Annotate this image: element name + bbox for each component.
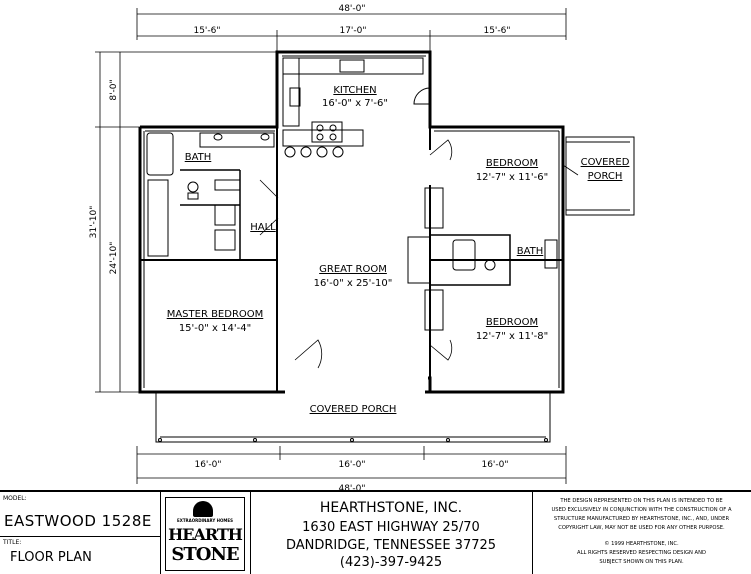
doors [259,139,579,369]
room-hall: HALL [250,222,276,233]
kitchen-counters [282,57,431,158]
left-dimensions [95,51,280,393]
room-front-porch: COVERED PORCH [310,404,397,415]
dim-top-mid: 17'-0" [339,26,366,36]
dim-bottom-right: 16'-0" [481,460,508,470]
dim-top-right: 15'-6" [483,26,510,36]
note-line4: COPYRIGHT LAW, MAY NOT BE USED FOR ANY O… [558,525,725,531]
room-side-porch-line1: COVERED [581,157,630,168]
dim-top-left: 15'-6" [193,26,220,36]
bottom-dimensions [136,446,567,484]
company-cell: HEARTHSTONE, INC. 1630 EAST HIGHWAY 25/7… [250,492,533,574]
dim-left-lower: 24'-10" [109,242,119,275]
room-bath2: BATH [517,246,544,257]
model-cell: MODEL: EASTWOOD 1528E TITLE: FLOOR PLAN [0,492,161,574]
front-porch-outline [155,392,551,443]
exterior-walls [138,50,565,394]
note-line7: SUBJECT SHOWN ON THIS PLAN. [599,559,684,565]
model-label: MODEL: [3,495,27,502]
company-address1: 1630 EAST HIGHWAY 25/70 [302,520,480,535]
title-block: MODEL: EASTWOOD 1528E TITLE: FLOOR PLAN … [0,490,751,574]
company-phone: (423)-397-9425 [339,555,443,570]
room-kitchen-size: 16'-0" x 7'-6" [322,98,388,109]
dim-overall-top: 48'-0" [338,4,365,14]
company-name: HEARTHSTONE, INC. [319,500,463,516]
logo-tagline: EXTRAORDINARY HOMES [177,518,233,523]
note-line6: ALL RIGHTS RESERVED RESPECTING DESIGN AN… [577,550,706,556]
logo-cell: EXTRAORDINARY HOMES HEARTH STONE [160,492,251,574]
room-bedroom2-name: BEDROOM [486,317,538,328]
company-address2: DANDRIDGE, TENNESSEE 37725 [285,538,497,553]
dim-left-outer: 31'-10" [89,206,99,239]
note-line3: STRUCTURE MANUFACTURED BY HEARTHSTONE, I… [553,516,730,522]
room-bath-master: BATH [185,152,212,163]
room-bedroom2-size: 12'-7" x 11'-8" [476,331,548,342]
note-line2: USED EXCLUSIVELY IN CONJUNCTION WITH THE… [551,507,732,513]
closets [407,187,558,331]
top-dimensions [136,8,567,52]
master-bath-fixtures [146,132,275,257]
logo-stone: STONE [171,544,239,565]
dim-bottom-left: 16'-0" [194,460,221,470]
room-master-bedroom-name: MASTER BEDROOM [167,309,264,320]
room-master-bedroom-size: 15'-0" x 14'-4" [179,323,251,334]
hearthstone-logo: EXTRAORDINARY HOMES HEARTH STONE [165,497,245,571]
title-label: TITLE: [3,539,22,546]
dim-overall-bottom: 48'-0" [338,484,365,494]
title-value: FLOOR PLAN [10,550,92,565]
note-line5: © 1999 HEARTHSTONE, INC. [604,541,679,547]
room-great-room-size: 16'-0" x 25'-10" [314,278,393,289]
room-kitchen-name: KITCHEN [333,85,376,96]
room-bedroom1-name: BEDROOM [486,158,538,169]
copyright-cell: THE DESIGN REPRESENTED ON THIS PLAN IS I… [532,492,751,574]
dim-left-upper: 8'-0" [109,79,119,100]
logo-hearth: HEARTH [168,525,243,544]
note-line1: THE DESIGN REPRESENTED ON THIS PLAN IS I… [560,498,723,504]
room-bedroom1-size: 12'-7" x 11'-6" [476,172,548,183]
room-side-porch-line2: PORCH [588,171,623,182]
room-great-room-name: GREAT ROOM [319,264,387,275]
model-name: EASTWOOD 1528E [4,512,152,530]
dim-bottom-mid: 16'-0" [338,460,365,470]
side-porch-outline [565,136,635,216]
